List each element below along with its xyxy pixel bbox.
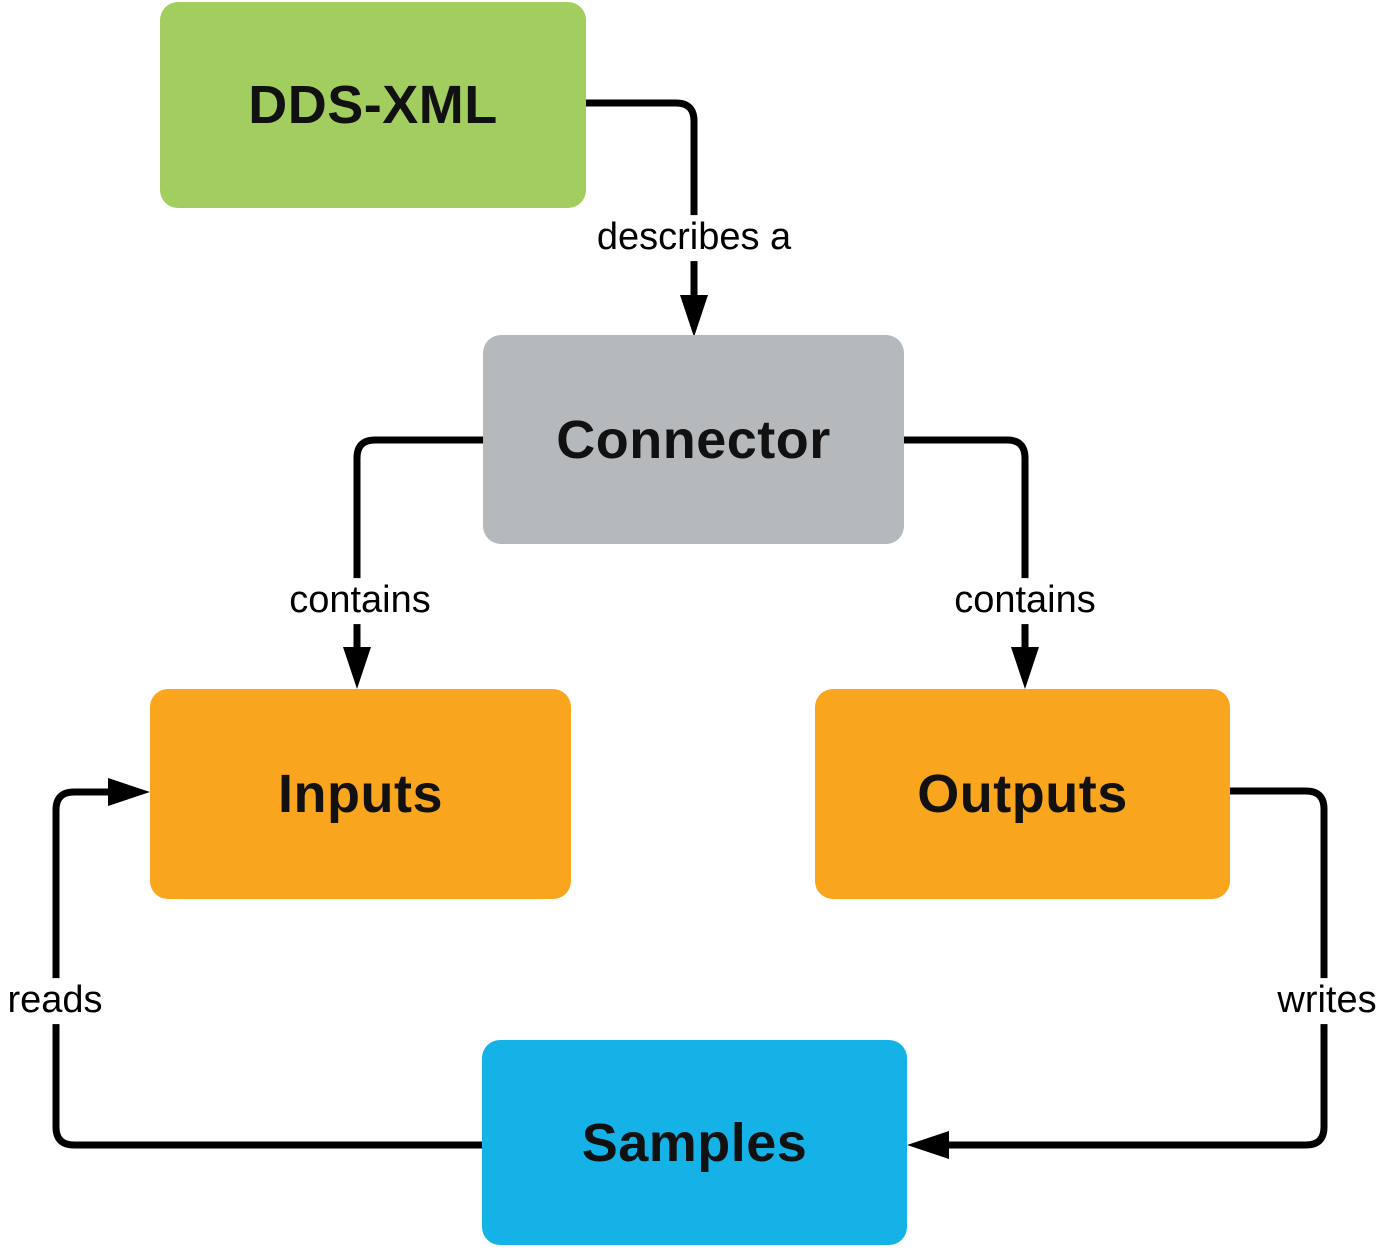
node-connector: Connector [483,335,904,544]
edge-contains-right-line [904,436,1029,649]
edge-reads-arrowhead-icon [108,778,150,806]
edge-contains-right-arrowhead-icon [1011,647,1039,689]
edge-contains-left-arrowhead-icon [343,647,371,689]
node-outputs-label: Outputs [917,764,1128,824]
edge-contains-left-line [353,436,483,649]
node-connector-label: Connector [556,409,831,470]
node-outputs: Outputs [815,689,1230,899]
node-dds-xml: DDS-XML [160,2,586,208]
node-samples: Samples [482,1040,907,1245]
edge-describes-a-line [586,99,698,297]
node-dds-xml-label: DDS-XML [248,75,498,135]
edge-label-describes-a: describes a [590,215,798,261]
edge-reads-line [52,788,482,1149]
edge-label-reads: reads [1,978,109,1024]
edge-writes-line [947,787,1328,1149]
node-inputs-label: Inputs [278,764,443,824]
edge-label-contains-left: contains [283,578,437,624]
node-samples-label: Samples [581,1112,808,1173]
edge-writes-arrowhead-icon [907,1131,949,1159]
edge-describes-a-arrowhead-icon [680,295,708,337]
edge-label-contains-right: contains [948,578,1102,624]
node-inputs: Inputs [150,689,571,899]
edge-label-writes: writes [1271,978,1383,1024]
